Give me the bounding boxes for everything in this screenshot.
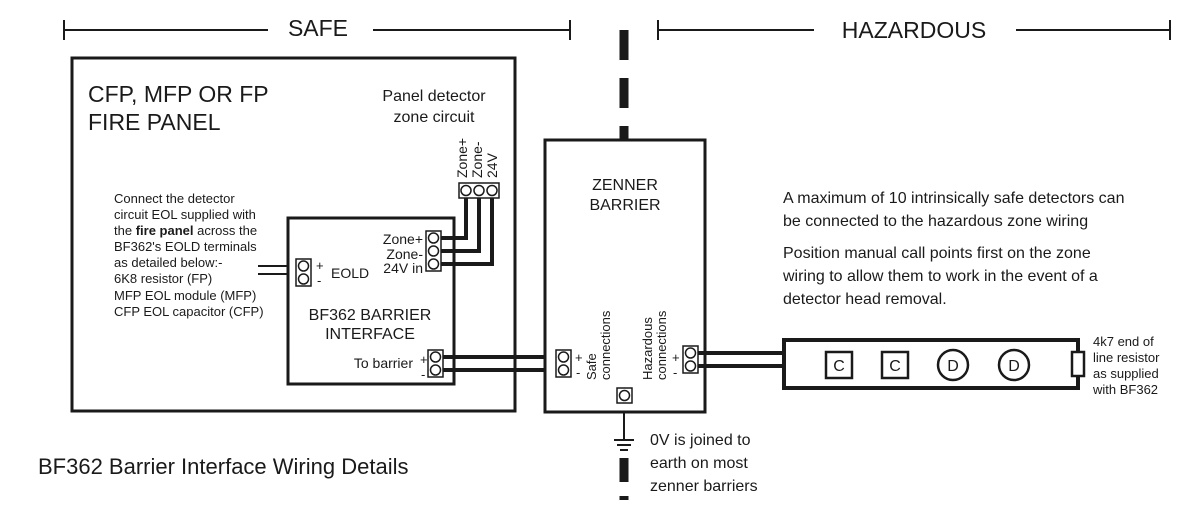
zone-circuit-label-1: Panel detector xyxy=(382,88,486,105)
svg-text:D: D xyxy=(947,358,959,375)
detector-icon: D xyxy=(997,348,1031,382)
resistor-note: 4k7 end of line resistor as supplied wit… xyxy=(1092,334,1160,397)
to-barrier-label: To barrier xyxy=(354,355,413,371)
svg-text:detector head removal.: detector head removal. xyxy=(783,291,947,308)
svg-text:Position manual call points fi: Position manual call points first on the… xyxy=(783,245,1091,262)
svg-text:A maximum of 10 intrinsically: A maximum of 10 intrinsically safe detec… xyxy=(783,190,1124,207)
wire-24v xyxy=(441,198,494,266)
eol-note: Connect the detector circuit EOL supplie… xyxy=(114,191,264,319)
barrier-safe-label-2: connections xyxy=(598,310,613,380)
eold-plus: + xyxy=(316,258,324,273)
interface-input-zone-plus: Zone+ xyxy=(383,231,423,247)
safe-zone-marker: SAFE xyxy=(63,15,571,41)
interface-input-zone-minus: Zone- xyxy=(386,246,423,262)
svg-text:4k7 end of: 4k7 end of xyxy=(1093,334,1154,349)
svg-text:be connected to the hazardous: be connected to the hazardous zone wirin… xyxy=(783,213,1088,230)
barrier-title-2: BARRIER xyxy=(589,197,660,214)
svg-text:as supplied: as supplied xyxy=(1093,366,1159,381)
to-barrier-minus: - xyxy=(421,367,425,382)
interface-output-terminal-block xyxy=(427,349,444,378)
barrier-safe-label-1: Safe xyxy=(584,353,599,380)
svg-text:as detailed below:-: as detailed below:- xyxy=(114,255,222,270)
svg-text:6K8 resistor (FP): 6K8 resistor (FP) xyxy=(114,271,212,286)
barrier-haz-label-1: Hazardous xyxy=(640,317,655,380)
earth-note: 0V is joined to earth on most zenner bar… xyxy=(650,432,758,495)
panel-terminal-zone-minus: Zone- xyxy=(469,141,485,178)
svg-text:earth on most: earth on most xyxy=(650,455,748,472)
panel-terminal-24v: 24V xyxy=(484,152,500,178)
svg-text:the fire panel across the: the fire panel across the xyxy=(114,223,257,238)
barrier-haz-minus: - xyxy=(673,365,677,380)
position-call-points-note: Position manual call points first on the… xyxy=(782,245,1098,308)
barrier-safe-minus: - xyxy=(576,365,580,380)
svg-text:D: D xyxy=(1008,358,1020,375)
wire-zone-plus xyxy=(441,198,468,240)
svg-text:MFP EOL module (MFP): MFP EOL module (MFP) xyxy=(114,288,256,303)
svg-text:0V is joined to: 0V is joined to xyxy=(650,432,751,449)
earth-icon xyxy=(614,412,634,451)
interface-title-1: BF362 BARRIER xyxy=(309,307,432,324)
barrier-safe-plus: + xyxy=(575,350,583,365)
panel-terminal-zone-plus: Zone+ xyxy=(454,138,470,178)
svg-text:wiring to allow them to work i: wiring to allow them to work in the even… xyxy=(782,268,1098,285)
barrier-earth-terminal xyxy=(616,387,633,404)
interface-title-2: INTERFACE xyxy=(325,326,415,343)
eold-minus: - xyxy=(317,273,321,288)
barrier-haz-terminal-block xyxy=(682,345,699,374)
svg-text:C: C xyxy=(889,358,901,375)
interface-input-terminal-block xyxy=(425,230,442,272)
zone-circuit-label-2: zone circuit xyxy=(394,109,475,126)
barrier-safe-terminal-block xyxy=(555,349,572,378)
svg-text:BF362's EOLD terminals: BF362's EOLD terminals xyxy=(114,239,257,254)
wire-zone-minus xyxy=(441,198,481,253)
svg-text:line resistor: line resistor xyxy=(1093,350,1160,365)
barrier-haz-plus: + xyxy=(672,350,680,365)
fire-panel-title-1: CFP, MFP OR FP xyxy=(88,81,269,107)
svg-text:with BF362: with BF362 xyxy=(1092,382,1158,397)
hazardous-zone-marker: HAZARDOUS xyxy=(657,17,1171,43)
barrier-title-1: ZENNER xyxy=(592,177,658,194)
eold-label: EOLD xyxy=(331,265,369,281)
hazardous-zone-label: HAZARDOUS xyxy=(842,17,986,43)
fire-panel-title-2: FIRE PANEL xyxy=(88,109,221,135)
call-point-icon: C xyxy=(880,350,910,380)
svg-text:zenner barriers: zenner barriers xyxy=(650,478,758,495)
svg-text:circuit EOL supplied with: circuit EOL supplied with xyxy=(114,207,256,222)
detector-icon: D xyxy=(936,348,970,382)
interface-input-24v: 24V in xyxy=(383,260,423,276)
safe-zone-label: SAFE xyxy=(288,15,348,41)
to-barrier-plus: + xyxy=(420,352,428,367)
eol-resistor-icon xyxy=(1070,350,1086,378)
interface-eold-terminal-block xyxy=(295,258,312,287)
call-point-icon: C xyxy=(824,350,854,380)
barrier-haz-label-2: connections xyxy=(654,310,669,380)
svg-text:C: C xyxy=(833,358,845,375)
svg-text:CFP EOL capacitor (CFP): CFP EOL capacitor (CFP) xyxy=(114,304,264,319)
max-detectors-note: A maximum of 10 intrinsically safe detec… xyxy=(783,190,1124,230)
panel-terminal-block xyxy=(458,182,500,199)
diagram-title: BF362 Barrier Interface Wiring Details xyxy=(38,454,408,479)
svg-text:Connect the detector: Connect the detector xyxy=(114,191,235,206)
